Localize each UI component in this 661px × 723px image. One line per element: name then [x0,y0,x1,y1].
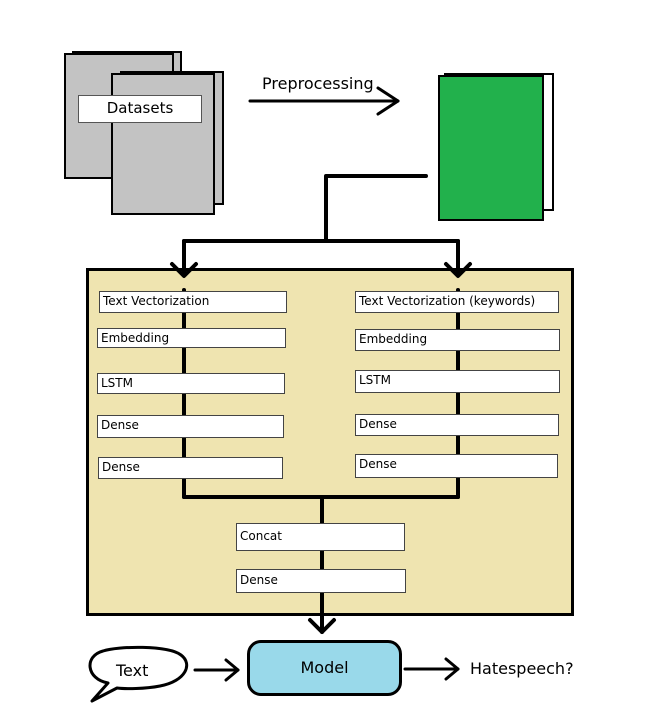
model-architecture-panel [86,268,574,616]
processed-doc [438,75,544,221]
model-box: Model [247,640,402,696]
left-dense-layer-1: Dense [97,415,284,438]
right-embedding-layer: Embedding [355,329,560,351]
text-speech-bubble [88,645,188,703]
right-lstm-layer: LSTM [355,370,560,393]
preprocessing-label: Preprocessing [262,74,374,93]
preprocessing-arrow-head [376,86,400,116]
model-to-output-head [444,657,460,681]
text-input-label: Text [116,661,149,680]
left-branch-arrowhead [170,262,198,278]
left-dense-layer-2: Dense [98,457,283,479]
left-text-vectorization-layer: Text Vectorization [99,291,287,313]
text-to-model-head [224,658,240,682]
hatespeech-output-label: Hatespeech? [470,659,574,678]
split-connector [324,174,428,243]
right-branch-arrowhead [444,262,472,278]
right-dense-layer-1: Dense [355,414,559,436]
concat-layer: Concat [236,523,405,551]
datasets-label: Datasets [78,95,202,123]
right-dense-layer-2: Dense [355,454,558,478]
merge-arrowhead [308,618,336,634]
left-lstm-layer: LSTM [97,373,285,394]
left-embedding-layer: Embedding [97,328,286,348]
merge-dense-layer: Dense [236,569,406,593]
right-text-vectorization-layer: Text Vectorization (keywords) [355,291,559,313]
